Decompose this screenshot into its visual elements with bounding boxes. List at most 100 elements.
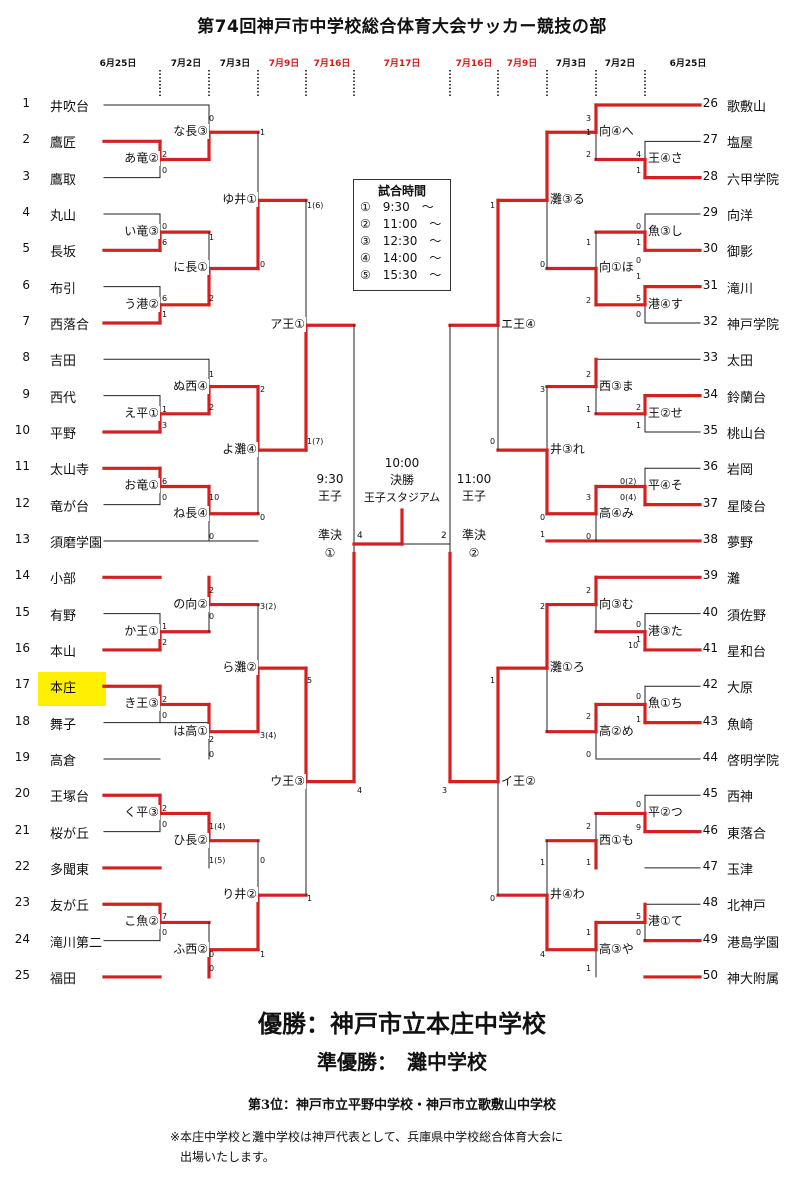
winner-text: 優勝：神戸市立本庄中学校: [258, 1009, 546, 1038]
team-name-right: 東落合: [727, 826, 767, 842]
score-label: 0: [490, 437, 496, 446]
score-label: 0: [636, 620, 642, 629]
team-name-right: 大原: [727, 681, 754, 697]
score-label: 10: [628, 641, 639, 650]
team-name-left: 長坂: [50, 245, 77, 261]
score-label: 2: [586, 370, 592, 379]
score-label: 1: [209, 233, 215, 242]
score-label: 7: [162, 912, 168, 921]
schedule-heading: 試合時間: [377, 184, 426, 198]
team-name-right: 向洋: [727, 208, 754, 224]
team-name-left: 竜が台: [50, 499, 90, 515]
team-name-right: 岩岡: [727, 463, 754, 479]
team-number: 38: [702, 531, 718, 546]
team-name-left: 本山: [50, 644, 77, 660]
team-number: 45: [702, 786, 718, 801]
score-label: 1: [636, 421, 642, 430]
team-number: 4: [22, 204, 30, 219]
team-number: 17: [14, 677, 30, 692]
team-number: 6: [22, 277, 30, 292]
score-label: 1: [209, 370, 215, 379]
team-number: 37: [702, 495, 718, 510]
team-number: 24: [14, 931, 30, 946]
score-label: 0: [162, 222, 168, 231]
score-label: 0: [162, 820, 168, 829]
team-name-right: 神戸学院: [727, 317, 780, 333]
score-label: 0: [636, 256, 642, 265]
match-label: 向①ほ: [598, 260, 635, 276]
score-label: 2: [586, 586, 592, 595]
match-label: あ竜②: [110, 151, 160, 167]
match-label: 高③や: [598, 941, 635, 957]
match-label: ア王①: [256, 317, 306, 333]
match-label: 魚③し: [647, 224, 684, 240]
team-number: 14: [14, 568, 30, 583]
team-number: 31: [702, 277, 718, 292]
team-name-left: 布引: [50, 281, 77, 297]
score-label: 2: [162, 804, 168, 813]
score-label: 0: [260, 856, 266, 865]
team-number: 43: [702, 713, 718, 728]
match-label: よ灘④: [208, 442, 258, 458]
score-label: 0: [209, 114, 215, 123]
team-name-right: 星陵台: [727, 499, 767, 515]
team-name-left: 吉田: [50, 354, 77, 370]
score-label: 0: [209, 750, 215, 759]
team-name-left: 丸山: [50, 208, 77, 224]
score-label: 2: [586, 296, 592, 305]
team-name-left: 滝川第二: [50, 935, 103, 951]
team-number: 48: [702, 895, 718, 910]
team-number: 49: [702, 931, 718, 946]
score-label: 1: [586, 238, 592, 247]
score-label: 0: [209, 612, 215, 621]
score-label: 9: [636, 823, 642, 832]
team-name-left: 友が丘: [50, 899, 90, 915]
team-number: 5: [22, 241, 30, 256]
score-label: 5: [636, 912, 642, 921]
score-label: 5: [307, 676, 313, 685]
team-number: 11: [14, 459, 30, 474]
team-number: 27: [702, 132, 718, 147]
date-header: 6月25日: [99, 59, 137, 69]
score-label: 0: [209, 950, 215, 959]
team-number: 21: [14, 822, 30, 837]
team-name-left: 太山寺: [50, 463, 90, 479]
match-label: う港②: [110, 296, 160, 312]
champion-highlight: [38, 672, 106, 706]
score-label: 0: [162, 928, 168, 937]
team-number: 47: [702, 858, 718, 873]
score-label: 1: [586, 405, 592, 414]
date-header: 7月16日: [313, 59, 351, 69]
match-label: ふ西②: [159, 941, 209, 957]
score-label: 2: [540, 602, 546, 611]
score-label: 1: [586, 964, 592, 973]
semifinal-left-venue: 王子: [317, 489, 343, 503]
score-label: 5: [636, 294, 642, 303]
score-label: 10: [209, 493, 220, 502]
team-name-right: 六甲学院: [727, 172, 780, 188]
match-label: ね長④: [159, 505, 209, 521]
match-label: イ王②: [500, 773, 537, 789]
score-label: 2: [162, 695, 168, 704]
date-header: 6月25日: [669, 59, 707, 69]
score-label: 1(7): [307, 437, 324, 446]
team-number: 13: [14, 531, 30, 546]
final-score-right: 2: [441, 531, 447, 541]
score-label: 0: [636, 800, 642, 809]
match-label: 井④わ: [549, 887, 586, 903]
semifinal-right-mark: ②: [468, 546, 480, 560]
semifinal-left-time: 9:30: [316, 472, 344, 486]
score-label: 0: [162, 711, 168, 720]
final-time: 10:00: [384, 456, 420, 470]
team-name-right: 魚崎: [727, 717, 754, 733]
team-number: 26: [702, 96, 718, 110]
match-label: 西③ま: [598, 378, 635, 394]
score-label: 1: [636, 238, 642, 247]
semifinal-right-name: 準決: [461, 528, 487, 542]
score-label: 1: [586, 928, 592, 937]
score-label: 3: [586, 493, 592, 502]
score-label: 1: [636, 166, 642, 175]
team-name-right: 塩屋: [727, 136, 754, 152]
score-label: 1: [260, 128, 266, 137]
match-label: ら灘②: [208, 660, 258, 676]
